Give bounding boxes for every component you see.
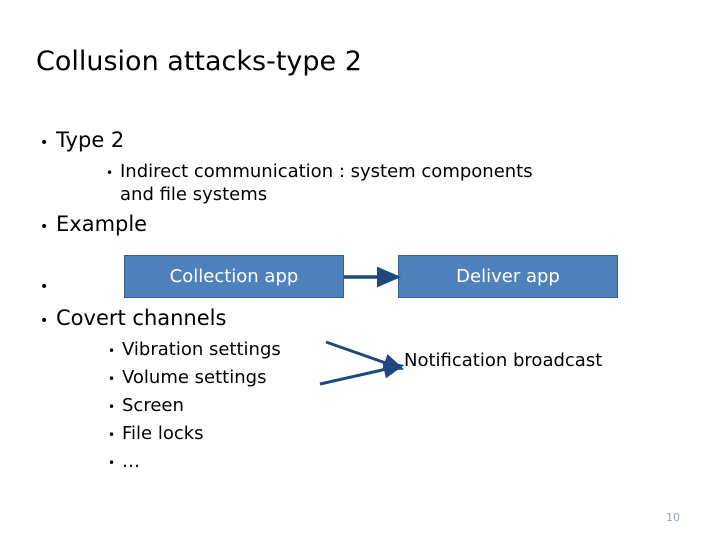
deliver-app-box[interactable]: Deliver app: [398, 255, 618, 298]
bullet-text: Vibration settings: [122, 339, 281, 360]
page-number: 10: [666, 511, 680, 524]
arrow-vibration-to-notification: [325, 340, 405, 372]
bullet-text: Indirect communication : system componen…: [120, 161, 533, 182]
bullet-marker: •: [108, 372, 116, 386]
arrow-volume-to-notification: [319, 360, 405, 386]
notification-broadcast-label: Notification broadcast: [404, 350, 603, 371]
bullet-text: …: [122, 451, 140, 472]
page-title: Collusion attacks-type 2: [36, 46, 362, 77]
bullet-covert-channels: • Covert channels: [40, 306, 226, 330]
bullet-indirect-communication: • Indirect communication : system compon…: [106, 161, 533, 182]
bullet-screen: • Screen: [108, 395, 184, 416]
bullet-marker: •: [108, 344, 116, 358]
bullet-marker: •: [106, 166, 114, 180]
bullet-marker: •: [108, 456, 116, 470]
collection-app-label: Collection app: [169, 266, 299, 287]
bullet-indirect-communication-wrap: and file systems: [120, 184, 268, 205]
bullet-empty: •: [40, 280, 56, 294]
bullet-marker: •: [40, 313, 49, 329]
collection-app-box[interactable]: Collection app: [124, 255, 344, 298]
bullet-example: • Example: [40, 212, 147, 236]
bullet-vibration-settings: • Vibration settings: [108, 339, 281, 360]
bullet-marker: •: [40, 219, 49, 235]
deliver-app-label: Deliver app: [456, 266, 560, 287]
bullet-marker: •: [40, 279, 49, 295]
bullet-volume-settings: • Volume settings: [108, 367, 266, 388]
bullet-text: Example: [56, 212, 148, 236]
bullet-file-locks: • File locks: [108, 423, 204, 444]
bullet-marker: •: [108, 400, 116, 414]
bullet-type-2: • Type 2: [40, 128, 124, 152]
bullet-marker: •: [40, 135, 49, 151]
bullet-marker: •: [108, 428, 116, 442]
bullet-text: Screen: [122, 395, 184, 416]
bullet-text: Type 2: [56, 128, 125, 152]
bullet-text: File locks: [122, 423, 204, 444]
bullet-text: Covert channels: [56, 306, 227, 330]
bullet-ellipsis: • …: [108, 451, 140, 472]
bullet-text: Volume settings: [122, 367, 267, 388]
